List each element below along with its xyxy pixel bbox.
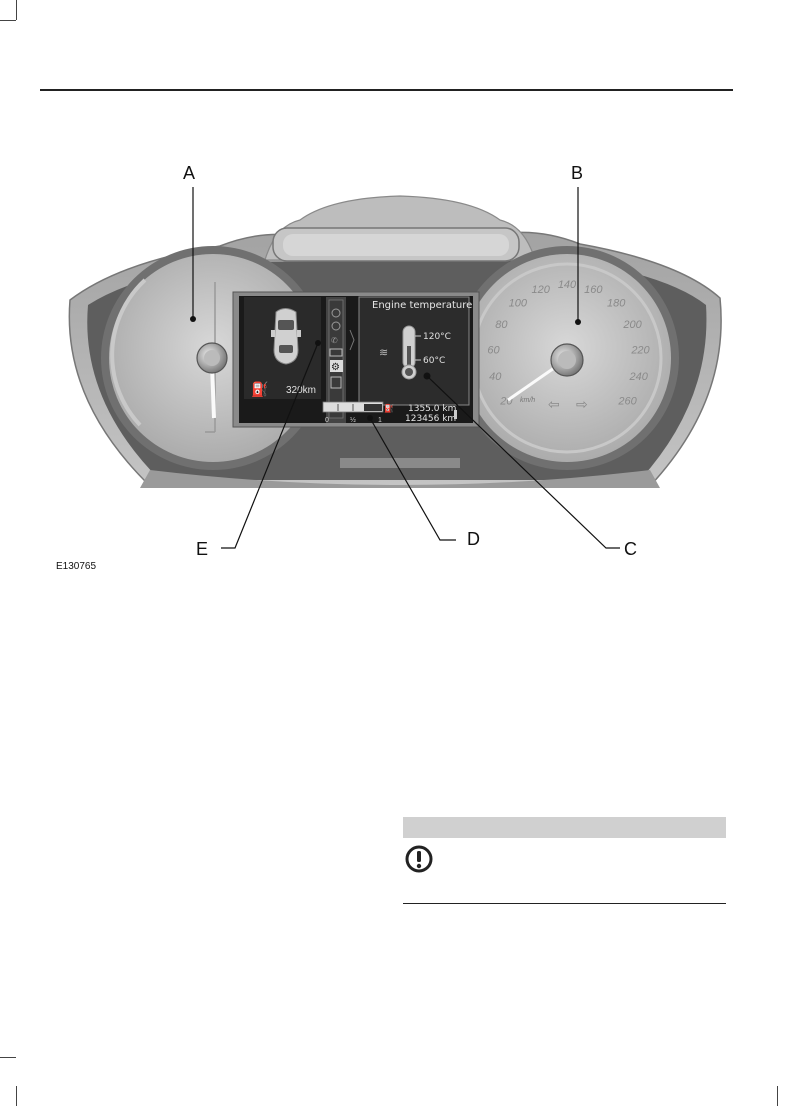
menu-info-icon bbox=[331, 308, 341, 318]
crop-mark bbox=[16, 0, 17, 20]
speed-tick-label: 120 bbox=[532, 284, 551, 296]
crop-mark bbox=[0, 1057, 16, 1058]
callout-label-e: E bbox=[196, 539, 209, 559]
coolant-icon: ≋ bbox=[379, 347, 388, 359]
temp-high-label: 120°C bbox=[423, 332, 451, 342]
speed-tick-label: 240 bbox=[629, 371, 649, 383]
speedometer-unit: km/h bbox=[520, 397, 535, 404]
speed-tick-label: 40 bbox=[489, 371, 502, 383]
indicator-right-icon: ⇨ bbox=[576, 396, 588, 412]
car-top-view-icon bbox=[271, 308, 301, 365]
speed-tick-label: 260 bbox=[617, 395, 637, 407]
warning-exclamation-icon bbox=[405, 845, 433, 873]
fuel-pump-icon: ⛽ bbox=[251, 381, 268, 398]
speed-tick-label: 100 bbox=[509, 298, 528, 310]
fuel-scale-full: 1 bbox=[378, 417, 382, 424]
menu-door-icon bbox=[330, 376, 342, 389]
callout-label-c: C bbox=[624, 539, 637, 559]
menu-gear-icon: ⚙ bbox=[331, 362, 340, 373]
warning-header-bar bbox=[403, 817, 726, 838]
crop-mark bbox=[777, 1086, 778, 1106]
crop-mark bbox=[16, 1086, 17, 1106]
fuel-scale-empty: 0 bbox=[325, 417, 329, 424]
fuel-gauge-small-icon: ⛽ bbox=[384, 403, 394, 413]
trip-value: 1355.0 km bbox=[408, 404, 456, 414]
crop-mark bbox=[0, 20, 16, 21]
figure-id: E130765 bbox=[56, 561, 97, 572]
speed-tick-label: 160 bbox=[584, 284, 603, 296]
temp-low-label: 60°C bbox=[423, 356, 445, 366]
thermometer-icon bbox=[401, 325, 421, 380]
speed-tick-label: 220 bbox=[630, 344, 650, 356]
callout-label-b: B bbox=[571, 163, 584, 183]
header-rule bbox=[40, 89, 733, 91]
menu-phone-icon: ✆ bbox=[331, 336, 338, 345]
menu-settings-icon bbox=[331, 321, 341, 331]
speed-tick-label: 180 bbox=[607, 298, 626, 310]
odometer-value: 123456 km bbox=[405, 414, 456, 424]
speed-tick-label: 140 bbox=[558, 279, 577, 291]
callout-label-a: A bbox=[183, 163, 196, 183]
speed-tick-label: 80 bbox=[495, 319, 508, 331]
range-value: 320km bbox=[286, 385, 316, 396]
fuel-scale-half: ½ bbox=[350, 416, 356, 424]
callout-label-d: D bbox=[467, 529, 480, 549]
menu-media-icon bbox=[329, 348, 343, 357]
speed-tick-label: 60 bbox=[487, 344, 500, 356]
speed-tick-label: 200 bbox=[622, 319, 642, 331]
indicator-left-icon: ⇦ bbox=[548, 396, 560, 412]
display-title: Engine temperature bbox=[372, 300, 472, 311]
warning-footer-rule bbox=[403, 903, 726, 904]
